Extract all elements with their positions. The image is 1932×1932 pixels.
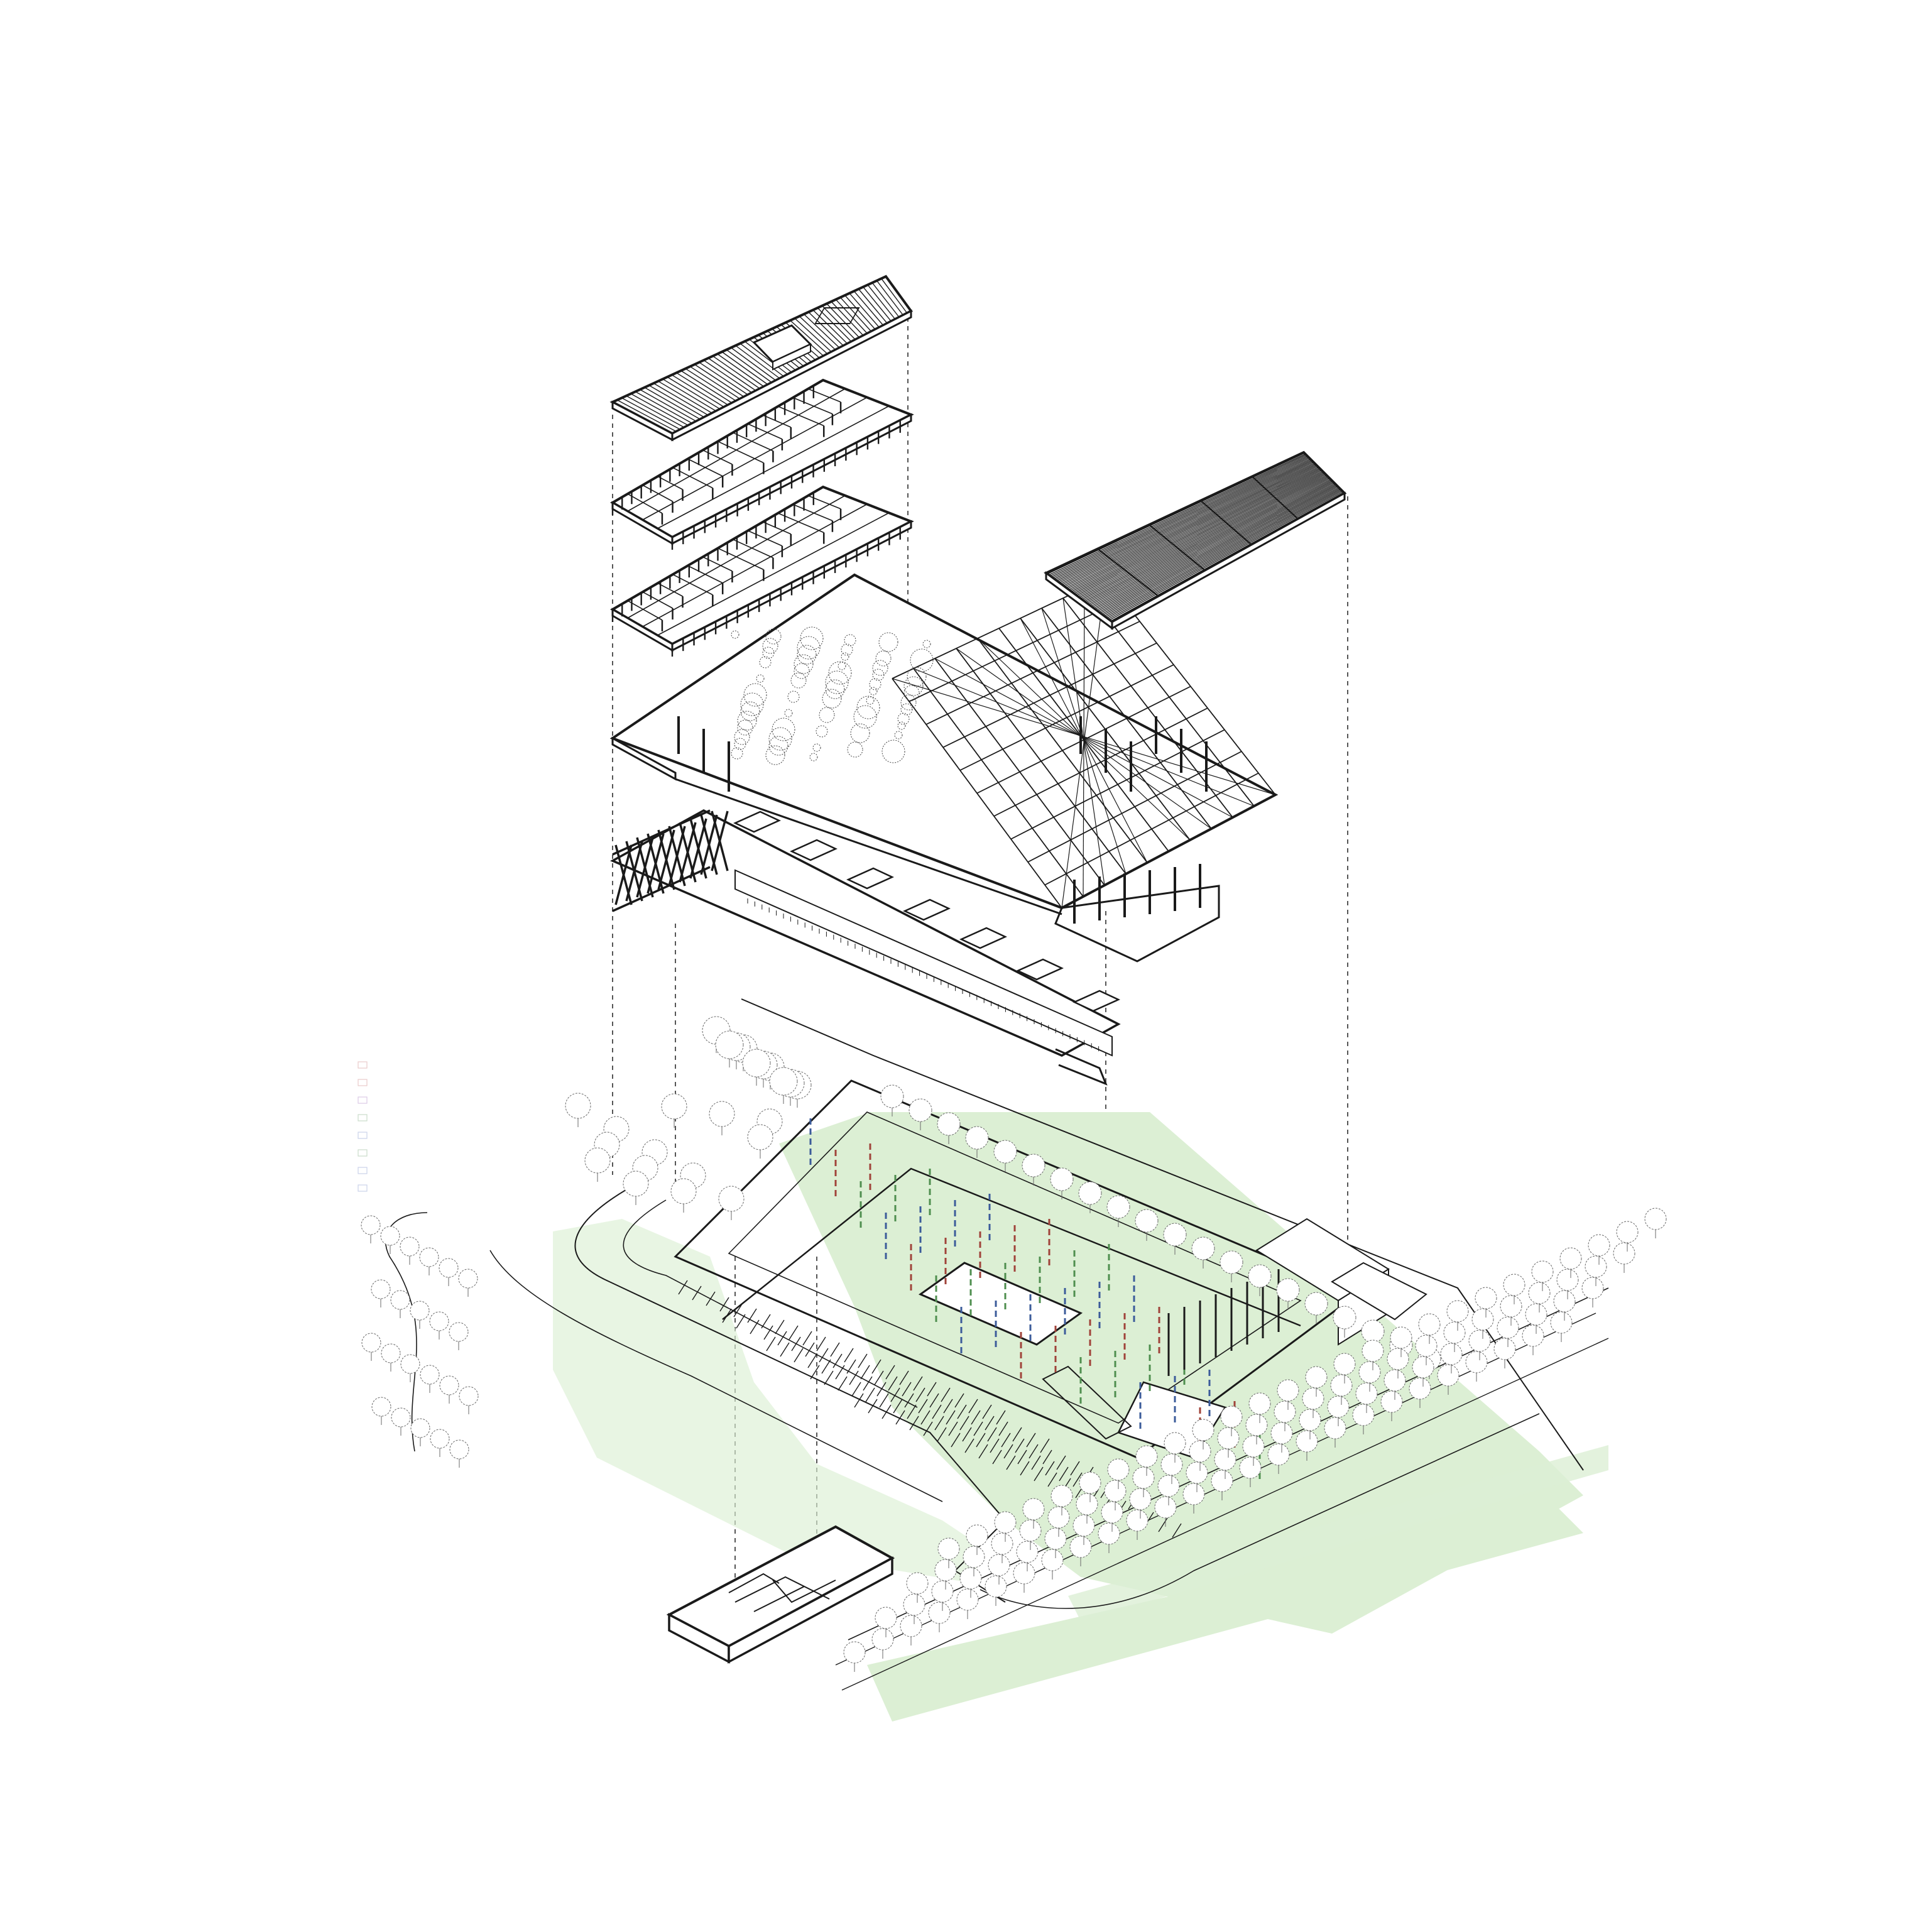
warehouse-roof <box>1044 450 1347 630</box>
office-level-upper <box>610 378 914 550</box>
site-ground-plan <box>361 998 1667 1722</box>
service-wing <box>610 809 1121 1086</box>
legend-swatches <box>357 1061 368 1192</box>
office-level-lower <box>610 485 914 657</box>
basement-volume <box>666 1525 895 1664</box>
office-roof <box>609 275 913 442</box>
garden-roof-slab <box>609 573 1279 963</box>
